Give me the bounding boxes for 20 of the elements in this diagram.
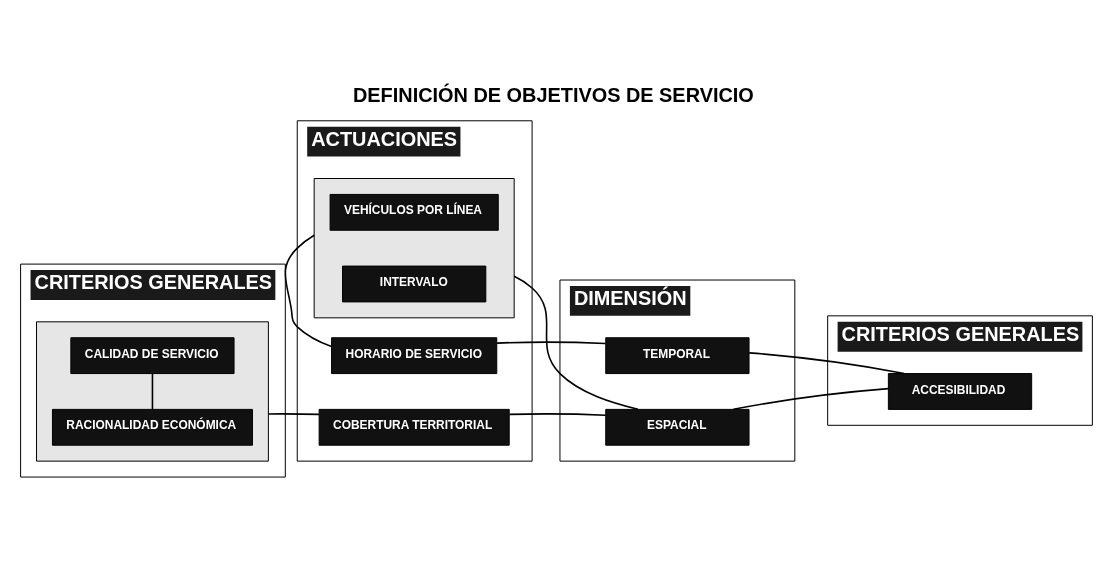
node-box: TEMPORAL	[605, 337, 750, 375]
node-box: COBERTURA TERRITORIAL	[318, 408, 510, 446]
connector	[513, 275, 639, 411]
connector	[732, 387, 890, 411]
node-box: ESPACIAL	[605, 408, 750, 446]
node-box: VEHÍCULOS POR LÍNEA	[329, 193, 499, 231]
connector	[267, 413, 320, 416]
node-box: INTERVALO	[342, 265, 487, 303]
cluster	[36, 321, 269, 462]
node-box: CALIDAD DE SERVICIO	[70, 337, 235, 375]
connector	[496, 341, 607, 345]
connector	[748, 352, 905, 375]
node-box: ACCESIBILIDAD	[887, 373, 1033, 410]
node-box: HORARIO DE SERVICIO	[331, 337, 498, 375]
diagram-title: DEFINICIÓN DE OBJETIVOS DE SERVICIO	[352, 83, 754, 106]
cluster	[313, 178, 515, 319]
connector	[508, 413, 607, 416]
connector	[284, 234, 333, 348]
node-box: RACIONALIDAD ECONÓMICA	[51, 408, 253, 446]
connector	[151, 372, 154, 410]
